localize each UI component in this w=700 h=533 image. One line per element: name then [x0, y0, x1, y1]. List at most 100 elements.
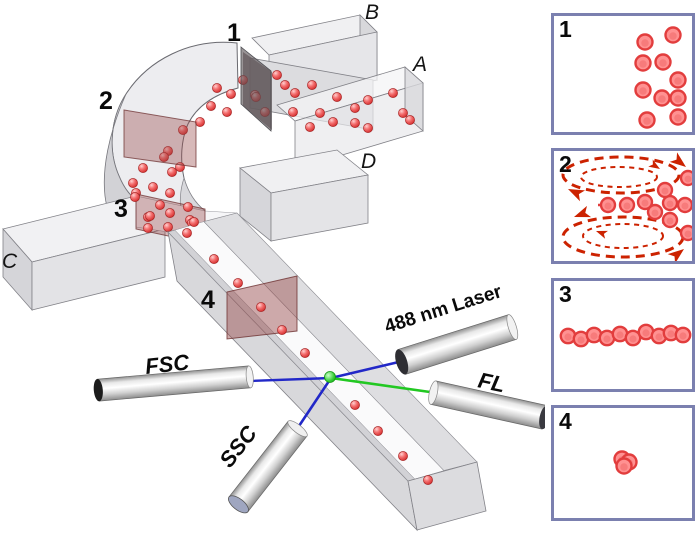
particle: [143, 223, 153, 233]
particle: [130, 192, 140, 202]
particle: [155, 200, 165, 210]
panel-1-particles: [634, 26, 687, 129]
particle: [363, 95, 373, 105]
single-file-particles: [182, 217, 433, 485]
particle: [350, 400, 360, 410]
particle: [350, 103, 360, 113]
particle: [288, 107, 298, 117]
panel-3-number: 3: [559, 281, 572, 307]
channel-d-box: [239, 149, 369, 242]
panel-2-particles: [599, 169, 692, 242]
particle: [183, 202, 193, 212]
device-diagram: 1 2 3 4 A B C D FSC SSC FL 488 nm Laser: [2, 1, 545, 532]
port-label-c: C: [2, 250, 18, 273]
particle: [363, 123, 373, 133]
bend-upper-particles: [178, 83, 236, 135]
particle-core: [655, 333, 663, 341]
vortex-arrow-top-right: [669, 152, 686, 167]
particle: [226, 89, 236, 99]
particle-core: [603, 335, 611, 343]
particle: [163, 222, 173, 232]
laser-beam: [329, 359, 405, 380]
particle-core: [667, 330, 675, 338]
particle: [300, 348, 310, 358]
fl-detector: [428, 380, 545, 430]
panel-3-canvas: [559, 323, 692, 348]
panel-2-number: 2: [559, 151, 572, 177]
panel-1-number: 1: [559, 16, 572, 42]
particle: [209, 254, 219, 264]
particle: [159, 152, 169, 162]
particle: [398, 108, 408, 118]
fsc-beam: [247, 376, 333, 383]
particle: [165, 208, 175, 218]
panel-1-canvas: [634, 26, 687, 129]
panel-3-particles: [559, 323, 692, 348]
particle: [189, 217, 199, 227]
particle-core: [623, 202, 631, 210]
particle-core: [641, 39, 649, 47]
particle-core: [659, 59, 667, 67]
particle-core: [684, 175, 692, 183]
panel-2-canvas: [561, 152, 692, 261]
particle: [138, 163, 148, 173]
output-channel: [167, 212, 487, 532]
particle: [315, 108, 325, 118]
ssc-far-end: [287, 420, 308, 438]
particle: [398, 451, 408, 461]
fl-label: FL: [476, 367, 508, 397]
panel-4-canvas: [613, 450, 638, 475]
panel-4-number: 4: [559, 408, 572, 434]
particle: [280, 80, 290, 90]
section-plane-2: [123, 109, 197, 168]
optical-beams: [247, 359, 439, 434]
inset-panel-4: 4: [551, 405, 695, 521]
particle-core: [604, 202, 612, 210]
particle-core: [674, 114, 682, 122]
particle-core: [639, 60, 647, 68]
particle-core: [620, 463, 628, 471]
fsc-far-end: [245, 365, 254, 389]
particle: [182, 228, 192, 238]
dean-vortex-loops: [561, 152, 686, 261]
particle: [128, 178, 138, 188]
particle-core: [684, 230, 692, 238]
fsc-label: FSC: [144, 349, 191, 379]
channel-c-front-face: [31, 228, 166, 311]
particle: [423, 475, 433, 485]
particle: [195, 117, 205, 127]
particle: [272, 70, 282, 80]
section-label-3: 3: [114, 195, 128, 223]
particle: [178, 125, 188, 135]
section-label-4: 4: [201, 286, 215, 314]
particle-core: [669, 32, 677, 40]
particle-core: [681, 202, 689, 210]
particle-core: [666, 217, 674, 225]
vortex-arrow-top-left: [568, 189, 586, 202]
particle: [373, 426, 383, 436]
particle: [290, 88, 300, 98]
section-label-2: 2: [99, 87, 113, 115]
particle: [165, 188, 175, 198]
laser-aperture: [395, 349, 409, 375]
particle-core: [674, 77, 682, 85]
laser-spot: [324, 371, 336, 383]
particle-core: [629, 335, 637, 343]
particle: [148, 182, 158, 192]
particle-core: [590, 332, 598, 340]
inset-panel-2: 2: [551, 148, 695, 264]
particle: [206, 101, 216, 111]
laser-far-end: [506, 314, 519, 340]
particle-core: [643, 117, 651, 125]
particle-core: [658, 95, 666, 103]
particle: [145, 211, 155, 221]
fsc-detector: [93, 365, 254, 402]
port-label-a: A: [411, 53, 427, 76]
particle-core: [666, 200, 674, 208]
section-plane-1: [240, 46, 272, 132]
particle: [256, 302, 266, 312]
particle: [167, 167, 177, 177]
particle-core: [639, 87, 647, 95]
fl-near-end: [428, 380, 439, 405]
